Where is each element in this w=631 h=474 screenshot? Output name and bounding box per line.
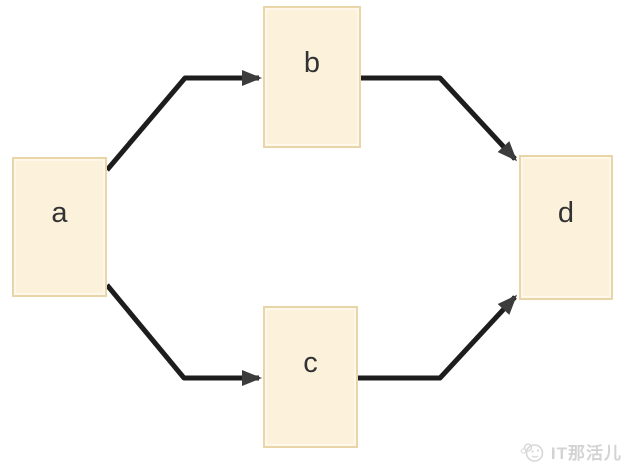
edge-a-to-c [105, 283, 262, 386]
node-b-label: b [303, 46, 321, 79]
edge-c-to-d [358, 294, 518, 381]
watermark: IT那活儿 [520, 439, 622, 464]
node-d[interactable]: d [519, 155, 613, 300]
node-b[interactable]: b [263, 6, 361, 148]
node-a-label: a [51, 196, 68, 229]
node-c-label: c [303, 346, 318, 379]
edge-a-to-b [105, 70, 262, 172]
node-c[interactable]: c [263, 306, 358, 448]
edge-b-to-d [361, 75, 518, 162]
watermark-text: IT那活儿 [550, 444, 622, 463]
node-a[interactable]: a [12, 157, 107, 297]
node-d-label: d [557, 197, 575, 229]
panda-mascot-icon [520, 442, 544, 462]
